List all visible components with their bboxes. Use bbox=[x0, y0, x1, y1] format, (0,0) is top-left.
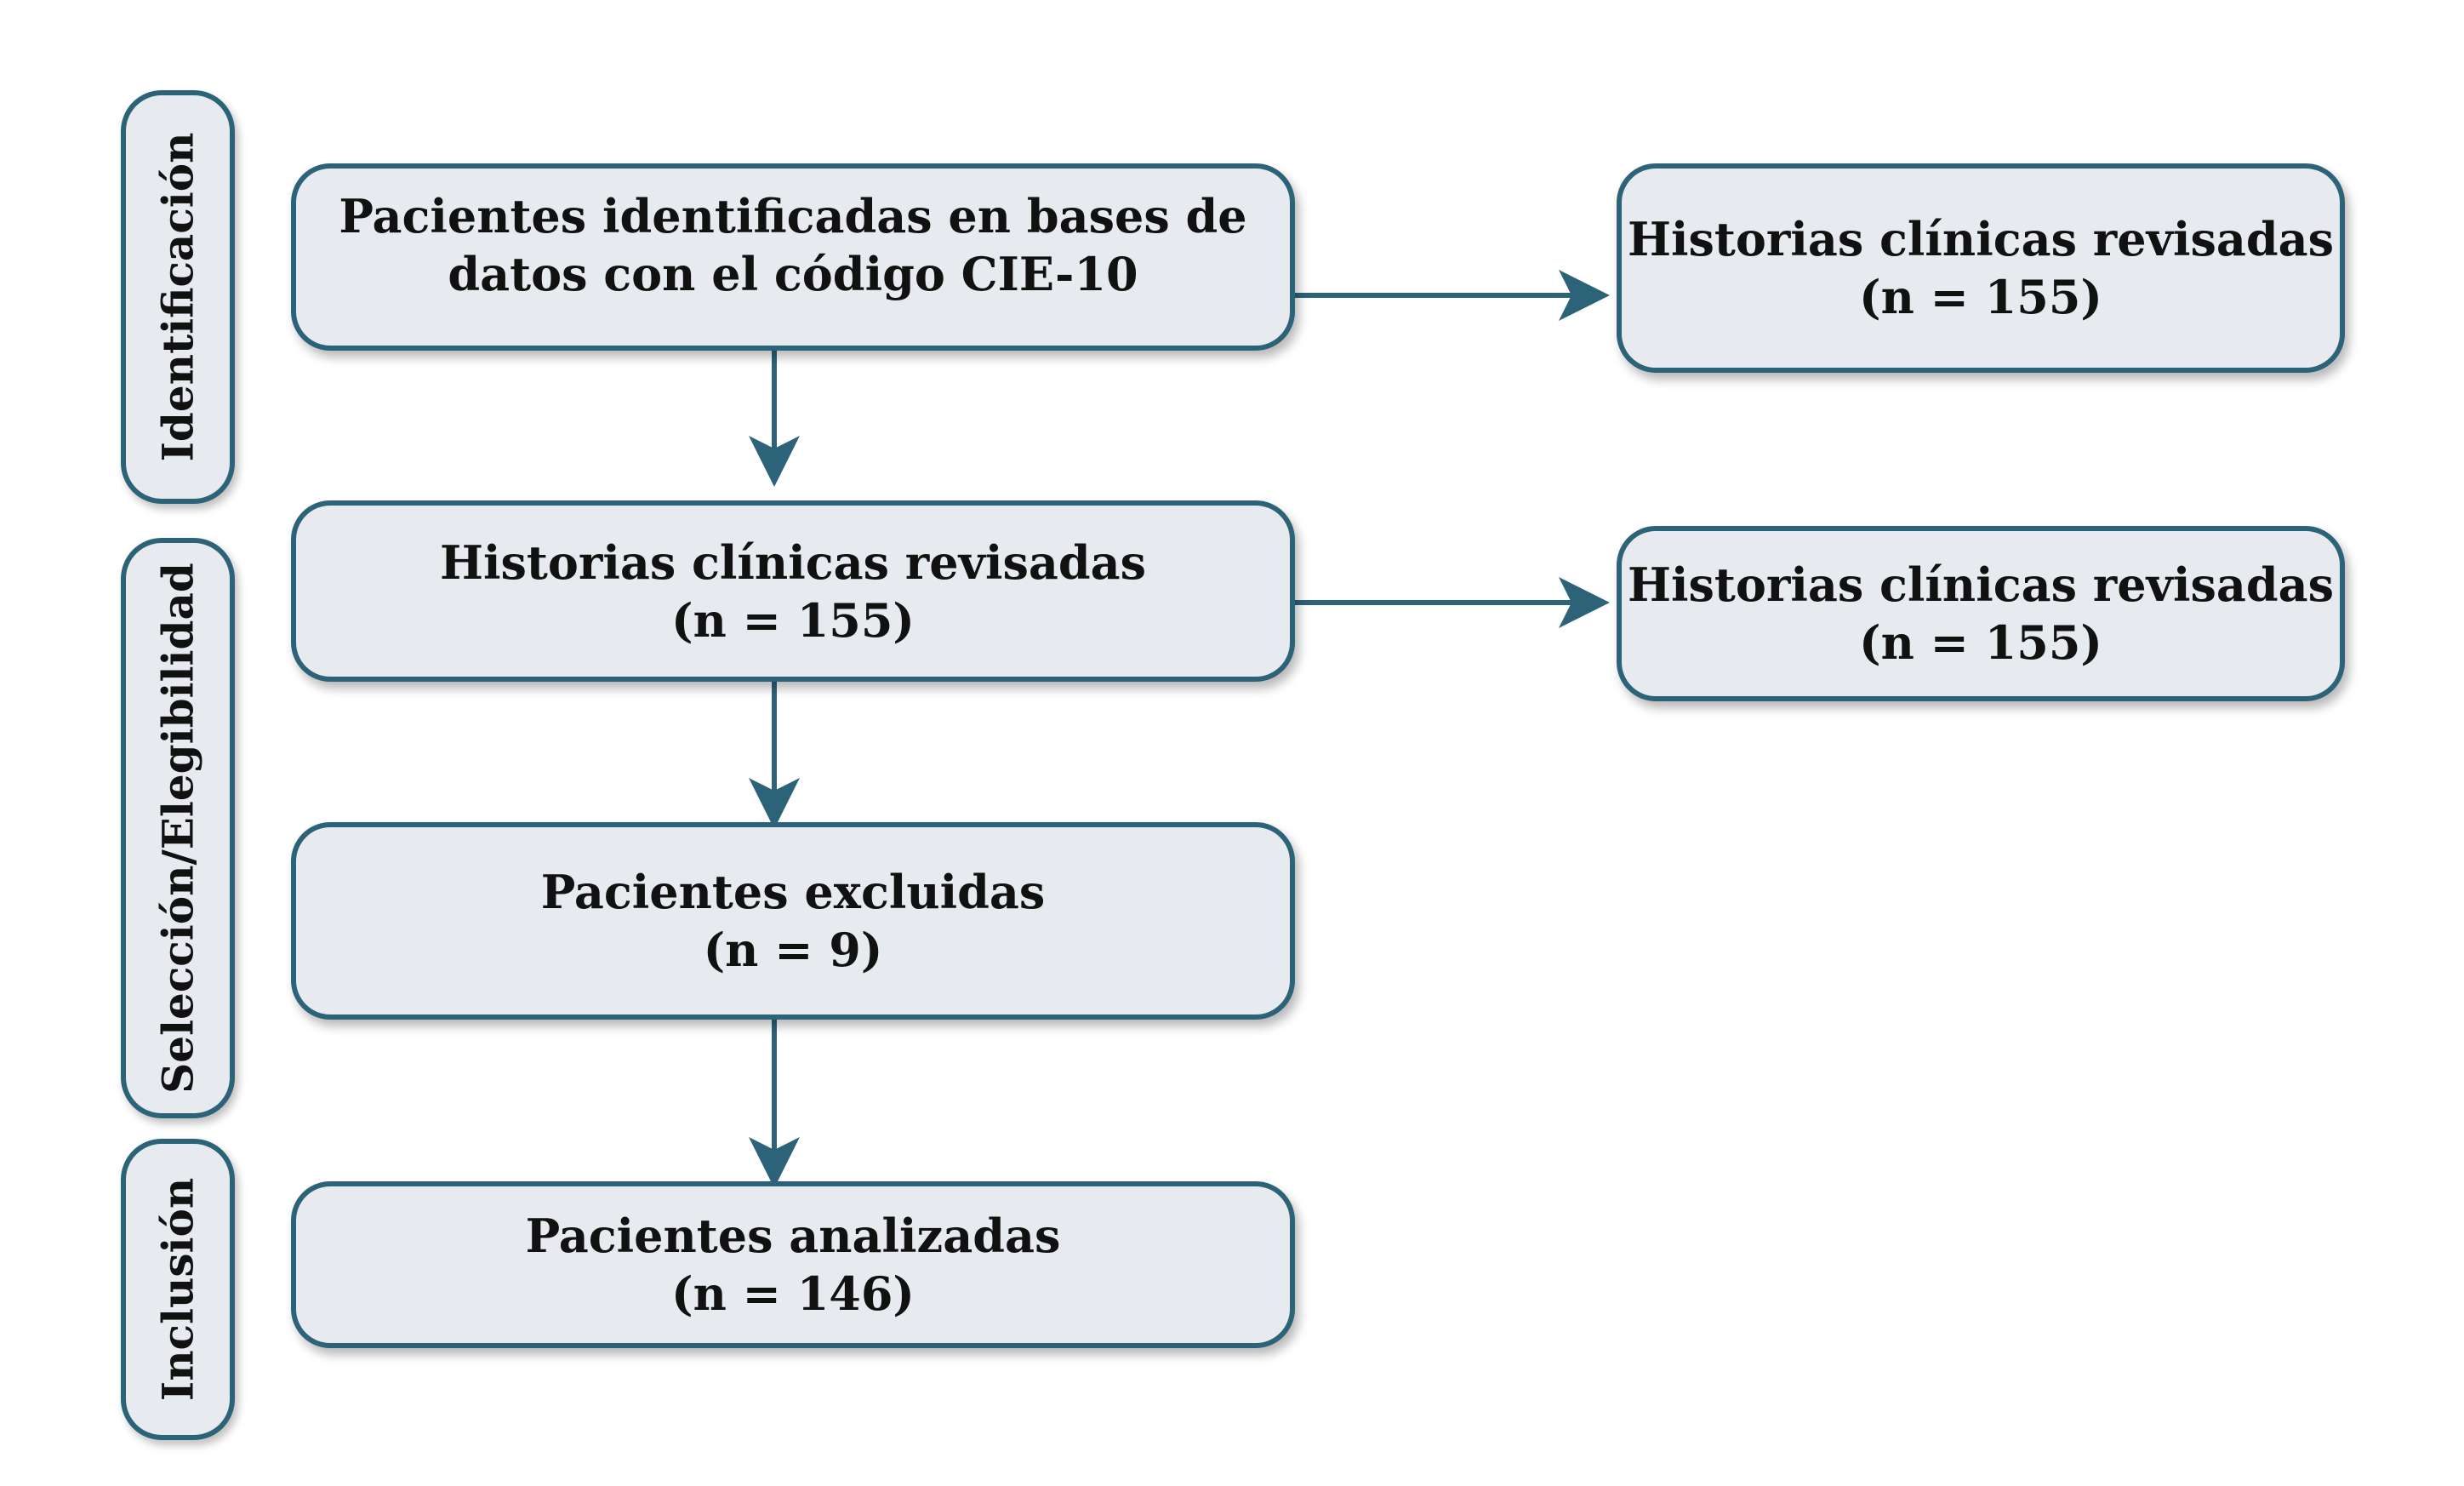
box-excluded-line2: (n = 9) bbox=[703, 923, 883, 977]
box-analyzed-patients: Pacientes analizadas (n = 146) bbox=[291, 1181, 1295, 1348]
box-excluded-line1: Pacientes excluidas bbox=[540, 865, 1046, 919]
box-reviewed-line2: (n = 155) bbox=[671, 592, 915, 648]
box-identified-side: Historias clínicas revisadas (n = 155) bbox=[1617, 163, 2345, 373]
box-identified-side-line1: Historias clínicas revisadas bbox=[1627, 212, 2335, 266]
stage-identification: Identificación bbox=[121, 90, 235, 504]
box-identified-line2: datos con el código CIE-10 bbox=[448, 247, 1138, 301]
stage-selection-eligibility-label: Selección/Elegibilidad bbox=[152, 563, 203, 1094]
stage-identification-label: Identificación bbox=[152, 132, 203, 462]
box-reviewed-records: Historias clínicas revisadas (n = 155) bbox=[291, 500, 1295, 682]
box-identified-line1: Pacientes identificadas en bases de bbox=[339, 189, 1247, 243]
box-reviewed-side-line2: (n = 155) bbox=[1859, 615, 2102, 670]
stage-inclusion: Inclusión bbox=[121, 1139, 235, 1440]
stage-inclusion-label: Inclusión bbox=[152, 1177, 203, 1402]
box-identified-side-line2: (n = 155) bbox=[1859, 270, 2102, 324]
box-analyzed-line2: (n = 146) bbox=[671, 1266, 915, 1321]
box-identified-patients: Pacientes identificadas en bases de dato… bbox=[291, 163, 1295, 351]
box-reviewed-side-line1: Historias clínicas revisadas bbox=[1627, 557, 2335, 612]
box-excluded-patients: Pacientes excluidas (n = 9) bbox=[291, 822, 1295, 1020]
box-reviewed-line1: Historias clínicas revisadas bbox=[439, 534, 1147, 590]
box-reviewed-side: Historias clínicas revisadas (n = 155) bbox=[1617, 526, 2345, 701]
stage-selection-eligibility: Selección/Elegibilidad bbox=[121, 538, 235, 1118]
box-analyzed-line1: Pacientes analizadas bbox=[525, 1209, 1061, 1263]
